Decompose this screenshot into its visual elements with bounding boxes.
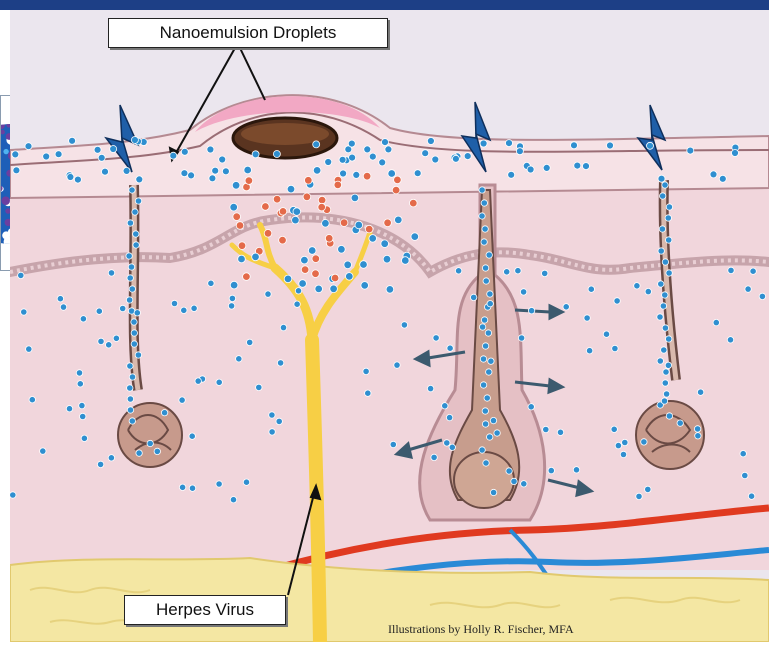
illustration-credit: Illustrations by Holly R. Fischer, MFA <box>388 622 574 637</box>
herpes-virus-label: Herpes Virus <box>124 595 286 625</box>
dermis-layer <box>10 188 769 570</box>
skin-illustration: Nanoemulsion Droplets Herpes Virus Illus… <box>10 10 769 642</box>
header-bar <box>0 0 769 10</box>
nanoemulsion-droplets-label: Nanoemulsion Droplets <box>108 18 388 48</box>
